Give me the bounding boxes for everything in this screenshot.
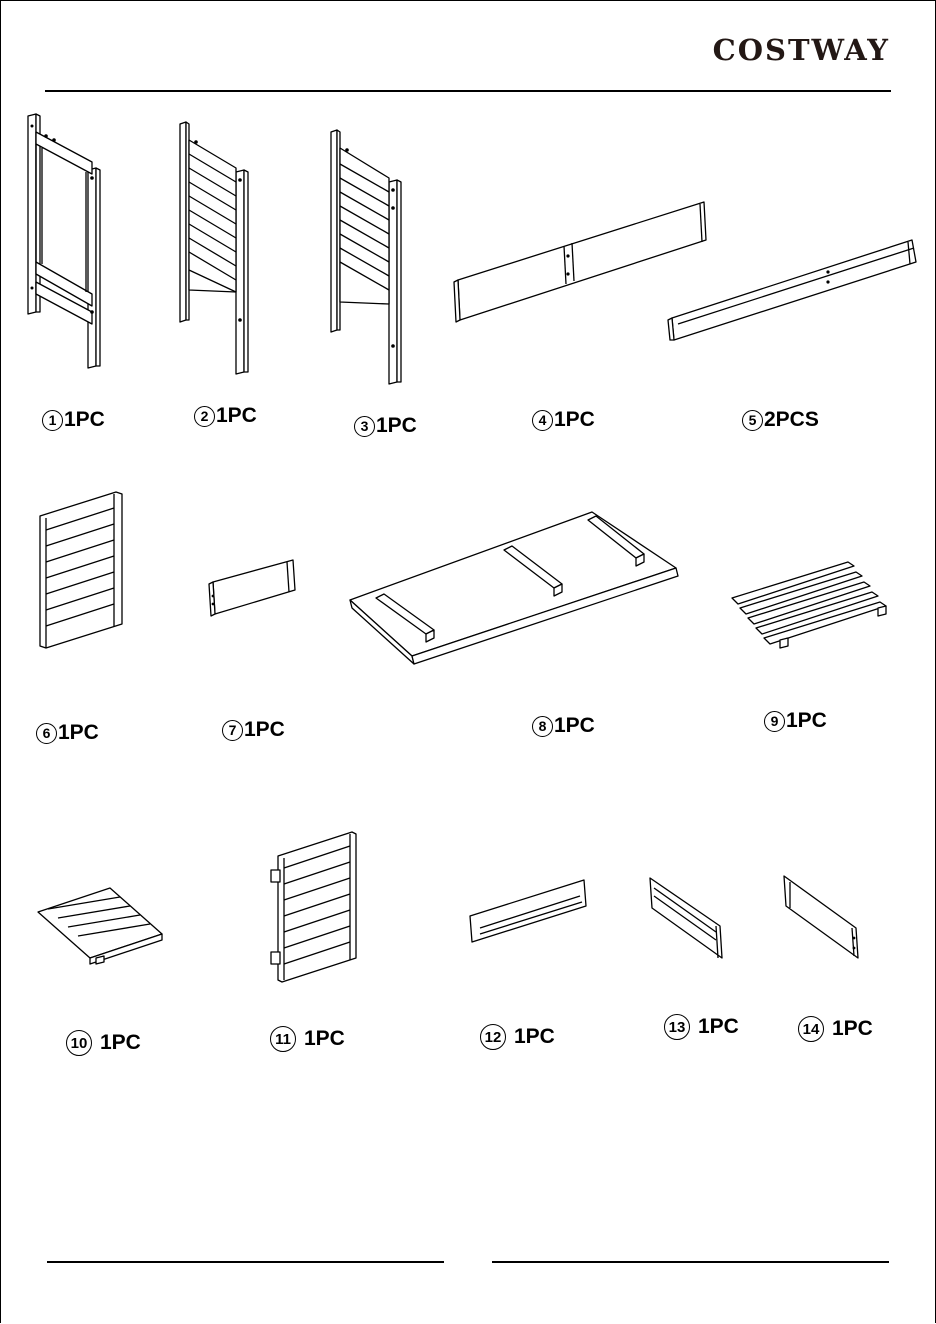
part-8-quantity: 1PC (554, 714, 595, 738)
part-12-quantity: 1PC (514, 1025, 555, 1049)
part-4-quantity: 1PC (554, 408, 595, 432)
part-1-label: 1 1PC (42, 408, 105, 432)
part-10-number: 10 (66, 1030, 92, 1056)
part-10-label: 10 1PC (66, 1030, 141, 1056)
part-2-quantity: 1PC (216, 404, 257, 428)
part-10-illustration (34, 884, 166, 964)
part-7-number: 7 (222, 720, 243, 741)
part-13-quantity: 1PC (698, 1015, 739, 1039)
part-11-label: 11 1PC (270, 1026, 345, 1052)
part-9-label: 9 1PC (764, 709, 827, 733)
part-12-number: 12 (480, 1024, 506, 1050)
part-8-number: 8 (532, 716, 553, 737)
part-8-illustration (348, 506, 680, 668)
part-14-number: 14 (798, 1016, 824, 1042)
part-13-illustration (646, 874, 726, 962)
part-1-number: 1 (42, 410, 63, 431)
part-8-label: 8 1PC (532, 714, 595, 738)
part-13-number: 13 (664, 1014, 690, 1040)
part-12-label: 12 1PC (480, 1024, 555, 1050)
part-11-number: 11 (270, 1026, 296, 1052)
part-14-label: 14 1PC (798, 1016, 873, 1042)
part-9-number: 9 (764, 711, 785, 732)
footer-rule-right (492, 1261, 889, 1263)
part-11-illustration (268, 828, 364, 988)
header-rule (45, 90, 891, 92)
part-10-quantity: 1PC (100, 1031, 141, 1055)
part-5-quantity: 2PCS (764, 408, 819, 432)
part-2-number: 2 (194, 406, 215, 427)
part-1-quantity: 1PC (64, 408, 105, 432)
part-6-illustration (36, 488, 128, 650)
part-7-illustration (207, 556, 299, 618)
part-6-number: 6 (36, 723, 57, 744)
part-4-number: 4 (532, 410, 553, 431)
part-5-number: 5 (742, 410, 763, 431)
part-7-quantity: 1PC (244, 718, 285, 742)
part-4-label: 4 1PC (532, 408, 595, 432)
part-6-quantity: 1PC (58, 721, 99, 745)
part-7-label: 7 1PC (222, 718, 285, 742)
part-2-illustration (174, 120, 254, 380)
part-11-quantity: 1PC (304, 1027, 345, 1051)
part-9-illustration (728, 558, 902, 650)
part-2-label: 2 1PC (194, 404, 257, 428)
footer-rule-left (47, 1261, 444, 1263)
part-3-label: 3 1PC (354, 414, 417, 438)
part-5-label: 5 2PCS (742, 408, 819, 432)
brand-logo: COSTWAY (713, 33, 890, 67)
part-13-label: 13 1PC (664, 1014, 739, 1040)
part-3-illustration (325, 128, 410, 390)
part-3-quantity: 1PC (376, 414, 417, 438)
part-6-label: 6 1PC (36, 721, 99, 745)
part-14-illustration (780, 872, 862, 962)
part-12-illustration (466, 876, 592, 946)
part-14-quantity: 1PC (832, 1017, 873, 1041)
part-5-illustration (664, 236, 920, 340)
part-3-number: 3 (354, 416, 375, 437)
part-9-quantity: 1PC (786, 709, 827, 733)
part-1-illustration (22, 112, 112, 372)
